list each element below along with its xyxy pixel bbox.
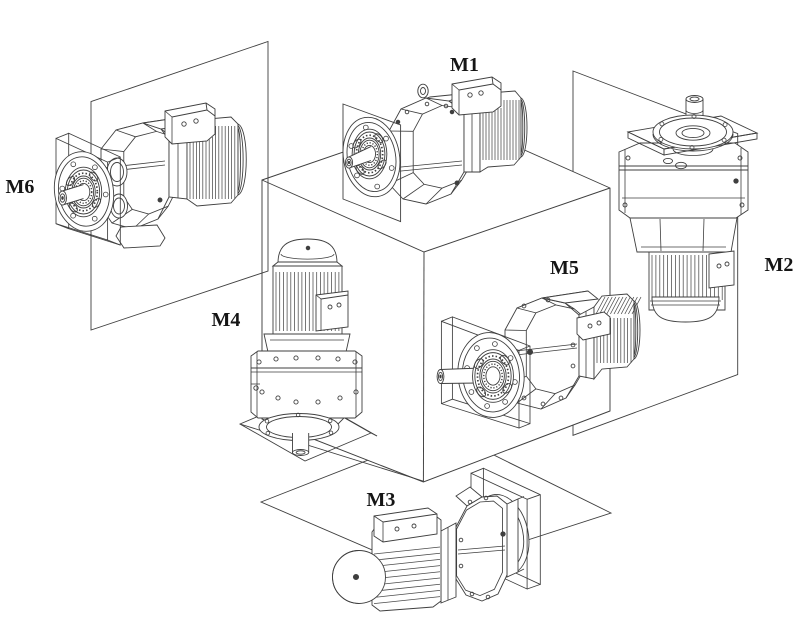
svg-text:M6: M6: [6, 176, 35, 198]
svg-text:M4: M4: [212, 309, 241, 331]
svg-text:M1: M1: [450, 54, 479, 76]
svg-text:M3: M3: [367, 489, 396, 511]
svg-text:M5: M5: [550, 257, 579, 279]
svg-text:M2: M2: [765, 254, 794, 276]
